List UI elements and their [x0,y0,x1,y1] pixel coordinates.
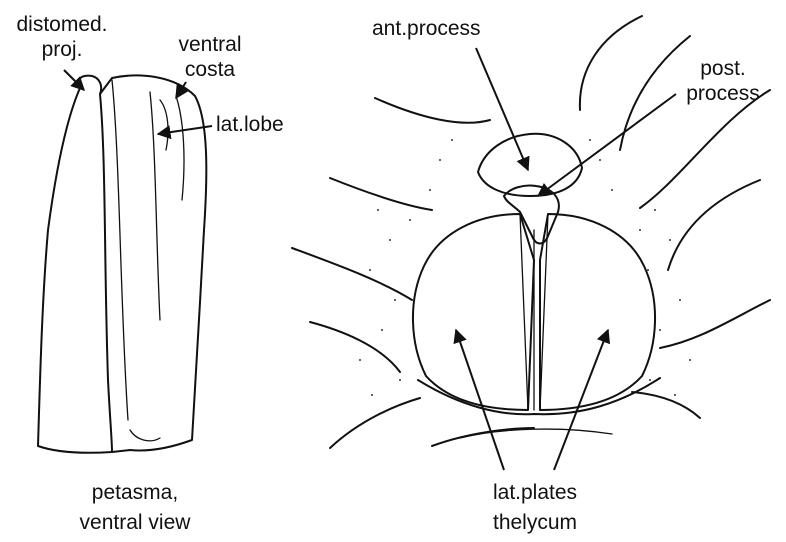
label-post-process: post. process [668,56,778,106]
label-distomed-proj: distomed. proj. [6,12,118,62]
label-petasma-caption: petasma, ventral view [50,478,220,538]
arrow-ant-process [476,48,528,170]
stipple-region [359,139,691,396]
label-lat-lobe: lat.lobe [216,112,284,137]
label-ant-process: ant.process [372,16,481,41]
arrow-lat-plate-right [554,330,608,470]
label-lat-plates-caption: lat.plates thelycum [460,478,610,538]
petasma-drawing [38,75,206,452]
label-ventral-costa: ventral costa [160,32,260,82]
arrow-distomed-proj [64,70,84,90]
arrow-post-process [538,94,676,196]
